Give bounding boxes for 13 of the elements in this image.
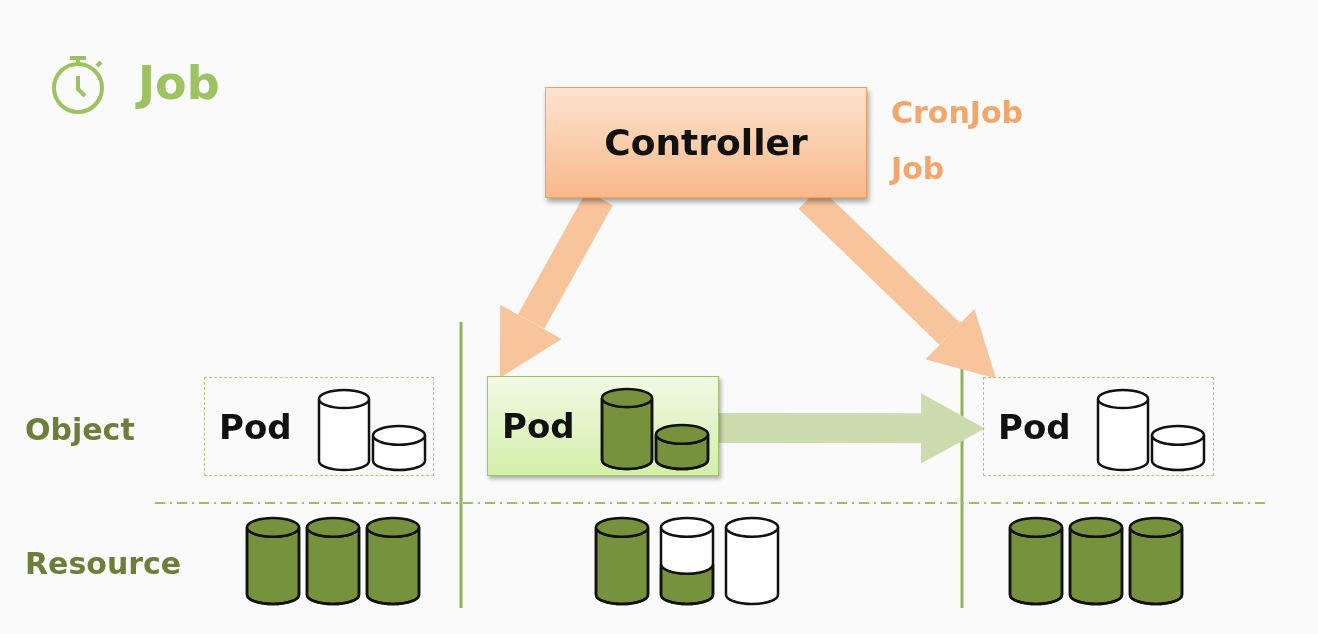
- side-label: Job: [891, 151, 945, 186]
- pod-box: [204, 377, 434, 476]
- row-label: Resource: [25, 546, 182, 581]
- side-label: CronJob: [891, 95, 1024, 130]
- node-label: Pod: [219, 406, 292, 447]
- arrow: [718, 393, 985, 464]
- node-label: Pod: [502, 406, 575, 446]
- controller-box: [545, 87, 867, 198]
- node-label: Controller: [604, 122, 808, 163]
- node-label: Pod: [998, 406, 1071, 447]
- pod-box: [983, 377, 1214, 476]
- pod-box: [487, 376, 719, 476]
- row-label: Object: [25, 412, 135, 447]
